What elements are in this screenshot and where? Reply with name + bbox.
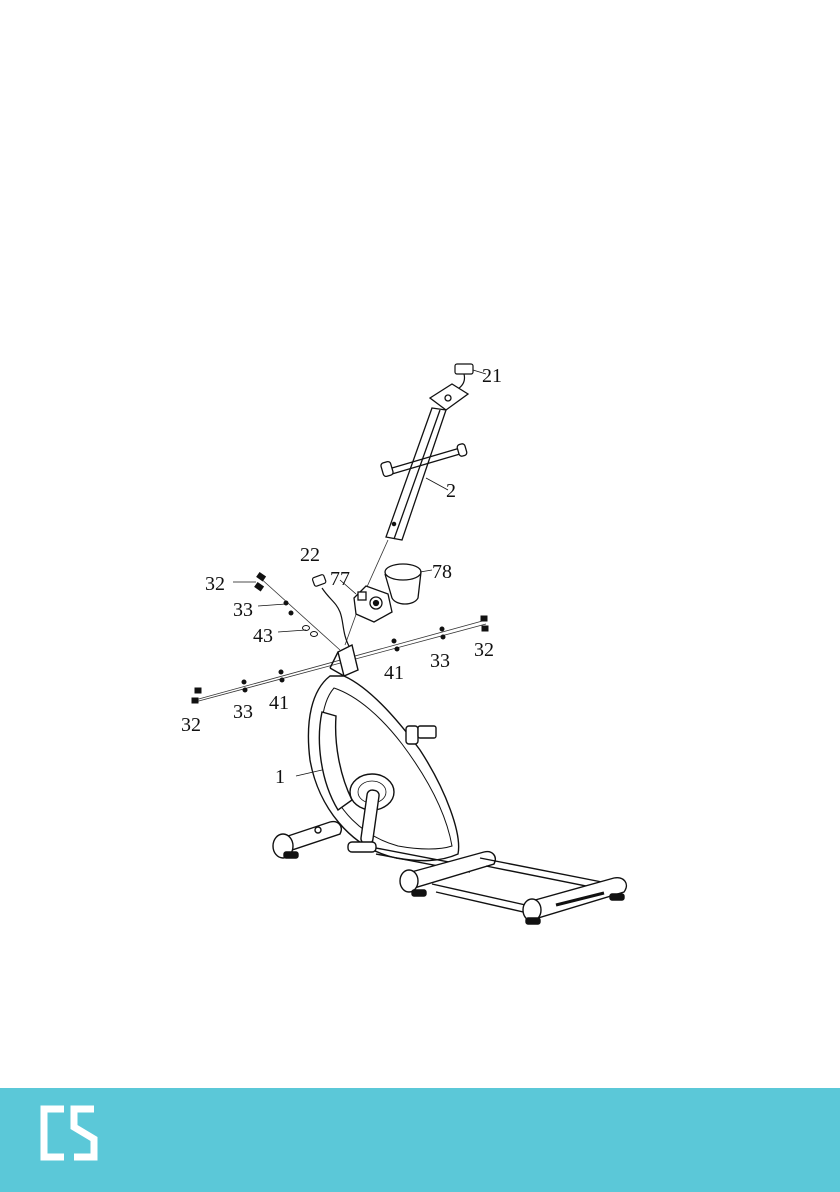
callout-33-left: 33 xyxy=(233,701,253,723)
callout-2: 2 xyxy=(446,480,456,502)
callout-21: 21 xyxy=(482,365,502,387)
callout-1: 1 xyxy=(275,766,285,788)
front-stabilizer xyxy=(273,822,341,858)
callout-77: 77 xyxy=(330,568,350,590)
callout-33-right: 33 xyxy=(430,650,450,672)
callout-32-left: 32 xyxy=(181,714,201,736)
callout-41-right: 41 xyxy=(384,662,404,684)
exploded-assembly-diagram: 21 2 22 78 77 32 33 43 41 33 32 32 33 41… xyxy=(0,0,840,1088)
callout-78: 78 xyxy=(432,561,452,583)
callout-32-right: 32 xyxy=(474,639,494,661)
bottle-holder-part xyxy=(385,564,432,604)
callout-22: 22 xyxy=(300,544,320,566)
brand-logo: CS xyxy=(38,1105,100,1161)
rear-base xyxy=(400,852,626,924)
callout-41-left: 41 xyxy=(269,692,289,714)
callout-33-upper: 33 xyxy=(233,599,253,621)
mount-bracket-part xyxy=(354,586,392,622)
callout-43: 43 xyxy=(253,625,273,647)
handlebar-post-part xyxy=(380,384,468,540)
footer-band: CS xyxy=(0,1088,840,1192)
callout-32-upper: 32 xyxy=(205,573,225,595)
